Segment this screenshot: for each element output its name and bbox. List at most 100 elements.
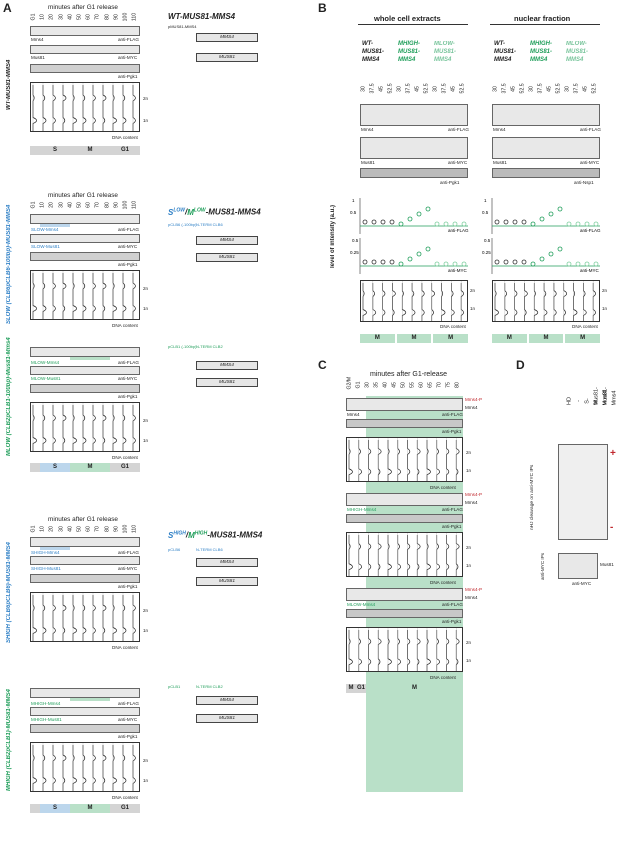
lane-label: 80: [104, 526, 111, 532]
c-mhigh-label: MHIGH-Mms4: [347, 507, 377, 512]
m-mus81-label: MLOW-Mus81: [31, 376, 61, 381]
blot-pgk1-5: [30, 724, 140, 733]
c-mms4p: Mms4-P: [465, 397, 483, 402]
facs-trace: [348, 440, 353, 481]
facs-trace: [62, 85, 67, 131]
facs-trace: [416, 535, 421, 576]
d-western: [558, 553, 598, 579]
tick-1: 1: [484, 198, 487, 203]
c-anti-flag-2: anti-FLAG: [442, 507, 463, 512]
facs-trace: [446, 630, 450, 671]
blot-flag-5: [30, 688, 140, 698]
intensity-point: [416, 211, 422, 217]
nuclear-header: nuclear fraction: [514, 14, 571, 23]
intensity-point: [425, 246, 431, 252]
facs-trace: [92, 595, 96, 641]
facs-trace: [72, 595, 77, 641]
intensity-point: [566, 221, 572, 227]
promoter-label-5: pCLB1: [168, 684, 181, 689]
s-mms4-label: SLOW-Mms4: [31, 227, 59, 232]
1n-label-2: 1n: [143, 306, 149, 311]
facs-trace: [407, 535, 411, 576]
facs-trace: [358, 440, 362, 481]
facs-trace: [52, 85, 56, 131]
intensity-point: [530, 261, 536, 267]
c-pgk1-2: [346, 514, 463, 523]
b-mms4-label-nuc: Mms4: [493, 127, 506, 132]
tick-05: 0.5: [482, 210, 489, 215]
b-2n: 2n: [470, 288, 476, 293]
facs-trace: [377, 630, 382, 671]
intensity-point: [461, 261, 467, 267]
strain-label-shigh: SHIGH (CLB6pCLB6)-MUS81-MMS4: [6, 541, 12, 643]
facs-trace: [102, 273, 107, 319]
blot-pgk1: [30, 64, 140, 73]
intensity-point: [503, 219, 509, 225]
facs-trace: [387, 630, 392, 671]
c-mlow-label: MLOW-Mms4: [347, 602, 376, 607]
construct-title-3: SHIGH/MHIGH-MUS81-MMS4: [168, 530, 263, 540]
col-mlow: MLOW-MUS81-MMS4: [434, 41, 457, 63]
facs-trace: [416, 440, 421, 481]
facs-trace: [132, 595, 136, 641]
facs-trace: [132, 405, 136, 451]
tick-05: 0.5: [352, 238, 359, 243]
sh-mus81-label: SHIGH-Mus81: [31, 566, 61, 571]
anti-pgk1-label-4: anti-Pgk1: [118, 584, 138, 589]
b-phase: M M M: [360, 334, 469, 343]
col-mlow-nuc: MLOW-MUS81-MMS4: [566, 41, 589, 63]
intensity-point: [452, 221, 458, 227]
anti-flag-label-3: anti-FLAG: [118, 360, 139, 365]
intensity-point: [512, 219, 518, 225]
strain-label: WT-MUS81-MMS4: [6, 59, 12, 111]
mh-mms4-label: MHIGH-Mms4: [31, 701, 61, 706]
facs-trace: [62, 273, 67, 319]
facs-b-nuc: [492, 280, 600, 322]
c-anti-pgk1: anti-Pgk1: [442, 429, 462, 434]
intensity-point: [548, 211, 554, 217]
construct-title-2: SLOW/MLOW-MUS81-MMS4: [168, 207, 261, 217]
dna-content-label: DNA content: [112, 135, 138, 140]
facs-trace: [416, 630, 421, 671]
construct-mms4-5: MMS4: [196, 696, 258, 705]
facs-trace: [421, 283, 425, 321]
anti-myc-label-4: anti-MYC: [118, 566, 138, 571]
anti-flag-label-5: anti-FLAG: [118, 701, 139, 706]
facs-b-wce: [360, 280, 468, 322]
intensity-point: [416, 251, 422, 257]
facs-trace: [401, 283, 407, 321]
dna-content-label-4: DNA content: [112, 645, 138, 650]
c-blot-mlow: [346, 588, 463, 601]
lane-label: 80: [454, 382, 461, 388]
anti-myc-plot: anti-MYC: [448, 268, 468, 273]
facs-trace: [122, 273, 127, 319]
lane-label: 70: [94, 202, 101, 208]
c-facs-3: [346, 627, 463, 672]
b-phase-nuc: M M M: [492, 334, 601, 343]
intensity-point: [593, 261, 599, 267]
phase-m: M: [70, 804, 110, 813]
facs-trace: [92, 273, 96, 319]
facs-trace: [82, 595, 87, 641]
intensity-point: [494, 219, 500, 225]
tick-1: 1: [352, 198, 355, 203]
b-2n-nuc: 2n: [602, 288, 608, 293]
c-facs-2: [346, 532, 463, 577]
facs-trace: [392, 283, 396, 321]
phase-bar-3: S M G1: [30, 804, 140, 813]
facs-profile-3: [30, 402, 140, 452]
intensity-point: [593, 221, 599, 227]
1n-label-5: 1n: [143, 778, 149, 783]
blot-myc-4: [30, 556, 140, 565]
sh-mms4-label: SHIGH-Mms4: [31, 550, 60, 555]
intensity-point: [398, 221, 404, 227]
intensity-point: [539, 216, 545, 222]
facs-trace: [583, 283, 587, 321]
b-anti-flag: anti-FLAG: [448, 127, 469, 132]
d-mus81: Mus81: [600, 562, 614, 567]
c-wt-label: Mms4: [347, 412, 360, 417]
facs-trace: [377, 440, 382, 481]
c-dna-2: DNA content: [430, 580, 456, 585]
facs-trace: [426, 535, 431, 576]
